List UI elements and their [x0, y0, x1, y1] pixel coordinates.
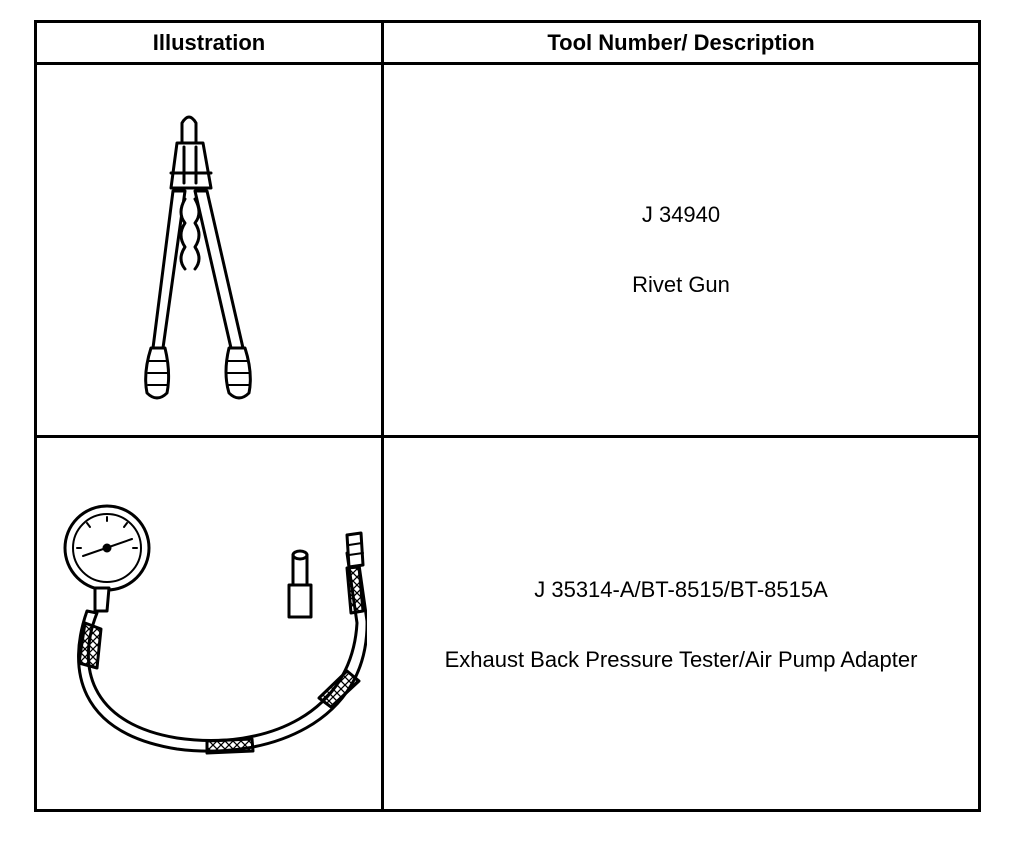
header-illustration: Illustration: [152, 30, 266, 55]
pressure-gauge-hose-adapter-icon: [63, 504, 367, 755]
tool-table: Illustration Tool Number/ Description: [34, 20, 981, 812]
column-divider: [381, 23, 384, 809]
row-1-description-cell: J 34940 Rivet Gun: [384, 65, 978, 435]
tool-number: J 35314-A/BT-8515/BT-8515A: [534, 577, 828, 602]
header-tool-description: Tool Number/ Description: [547, 30, 815, 55]
rivet-gun-icon: [144, 115, 252, 400]
row-2-description-cell: J 35314-A/BT-8515/BT-8515A Exhaust Back …: [384, 438, 978, 812]
tool-description: Exhaust Back Pressure Tester/Air Pump Ad…: [444, 647, 918, 672]
tool-number: J 34940: [641, 202, 721, 227]
tool-description: Rivet Gun: [632, 272, 730, 297]
row-divider: [37, 435, 978, 438]
header-divider: [37, 62, 978, 65]
